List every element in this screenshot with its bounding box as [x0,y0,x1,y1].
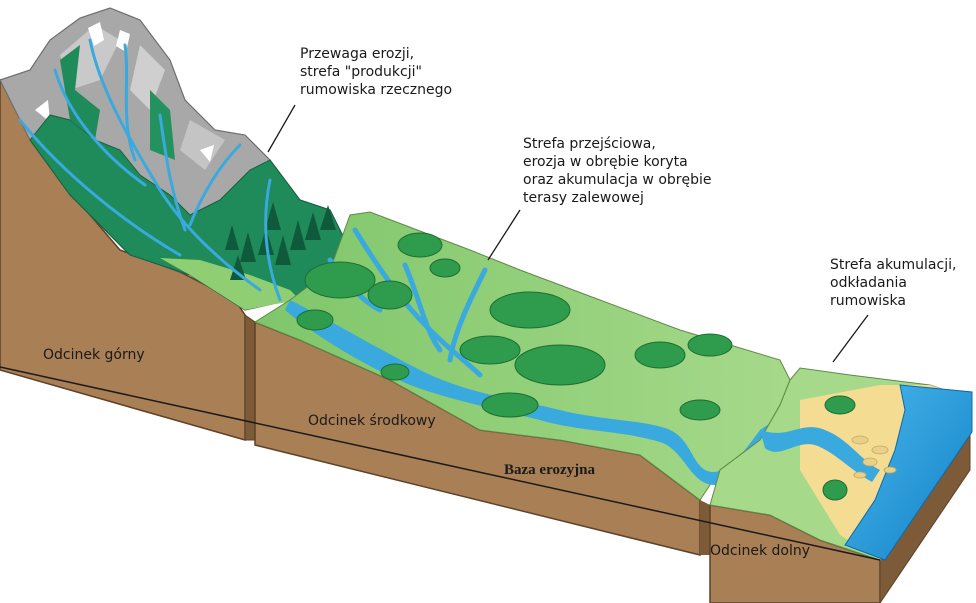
tree-clump [429,258,461,278]
conifer-tree [320,205,336,230]
tree-clump [824,395,856,415]
snow-patch-3 [35,100,50,122]
tree-clump [514,344,606,386]
upper-section-label: Odcinek górny [43,347,145,363]
accumulation-line-2: odkładania [830,275,907,291]
deciduous-trees [296,232,733,421]
tree-clump [380,363,410,381]
erosion-leader-line [267,104,296,153]
accumulation-line-3: rumowiska [830,293,906,309]
erosion-line-2: strefa "produkcji" [300,64,422,80]
stream [264,178,282,302]
tree-clump [634,341,686,369]
transition-line-3: oraz akumulacja w obrębie [523,172,712,188]
conifer-tree [290,220,306,250]
delta-island [871,445,889,455]
rock-shading-3 [180,120,225,170]
transition-line-4: terasy zalewowej [523,190,644,206]
accumulation-leader-line [832,314,869,363]
middle-section-block [253,211,791,556]
conifer-tree [305,212,321,240]
stream [53,68,147,187]
sea [844,384,973,561]
upper-grass [160,258,300,310]
delta-island [883,466,897,474]
tree-clump [489,291,571,329]
conifer-tree [230,255,246,280]
tributary [402,262,443,353]
erosion-line-1: Przewaga erozji, [300,46,414,62]
stream [158,113,187,232]
middle-soil-side [700,500,710,555]
delta-islands [851,435,897,479]
accumulation-annotation: Strefa akumulacji, odkładania rumowiska [830,257,961,309]
middle-river [285,300,775,485]
lower-trees [822,395,856,501]
conifer-tree [240,232,256,262]
stream [18,118,182,257]
transition-leader-line [487,209,521,261]
stream [123,43,137,162]
accumulation-line-1: Strefa akumulacji, [830,257,956,273]
middle-section-label: Odcinek środkowy [308,413,436,429]
transition-annotation: Strefa przejściowa, erozja w obrębie kor… [523,136,716,206]
tree-clump [304,261,376,299]
mountain-streams [18,38,282,302]
delta-island [862,457,878,467]
stream [188,143,242,227]
tree-clump [687,333,733,357]
mountain-forest-ridge [60,45,100,140]
conifer-tree [225,225,239,250]
transition-line-1: Strefa przejściowa, [523,136,656,152]
tree-clump [679,399,721,421]
base-level-label: Baza erozyjna [504,462,595,478]
conifer-tree [265,202,281,230]
snow-patch-1 [88,22,104,46]
tree-clump [296,309,334,331]
conifer-trees [225,202,336,280]
tributary [447,267,488,363]
delta-island [851,435,869,445]
delta-island [853,471,867,479]
lower-river [760,427,880,482]
stream [88,38,262,292]
snow-patch-4 [200,145,214,162]
tree-clump [822,479,848,501]
conifer-tree [275,235,291,265]
lower-section-label: Odcinek dolny [710,543,810,559]
erosion-annotation: Przewaga erozji, strefa "produkcji" rumo… [300,46,452,98]
tree-clump [397,232,443,258]
erosion-line-3: rumowiska rzecznego [300,82,452,98]
tree-clump [481,392,539,418]
tree-clump [367,280,413,310]
transition-line-2: erozja w obrębie koryta [523,154,688,170]
rock-shading-2 [130,45,165,110]
tree-clump [459,335,521,365]
base-level-line [0,366,881,561]
upper-section-block [0,7,346,441]
lower-section-block [709,367,973,603]
